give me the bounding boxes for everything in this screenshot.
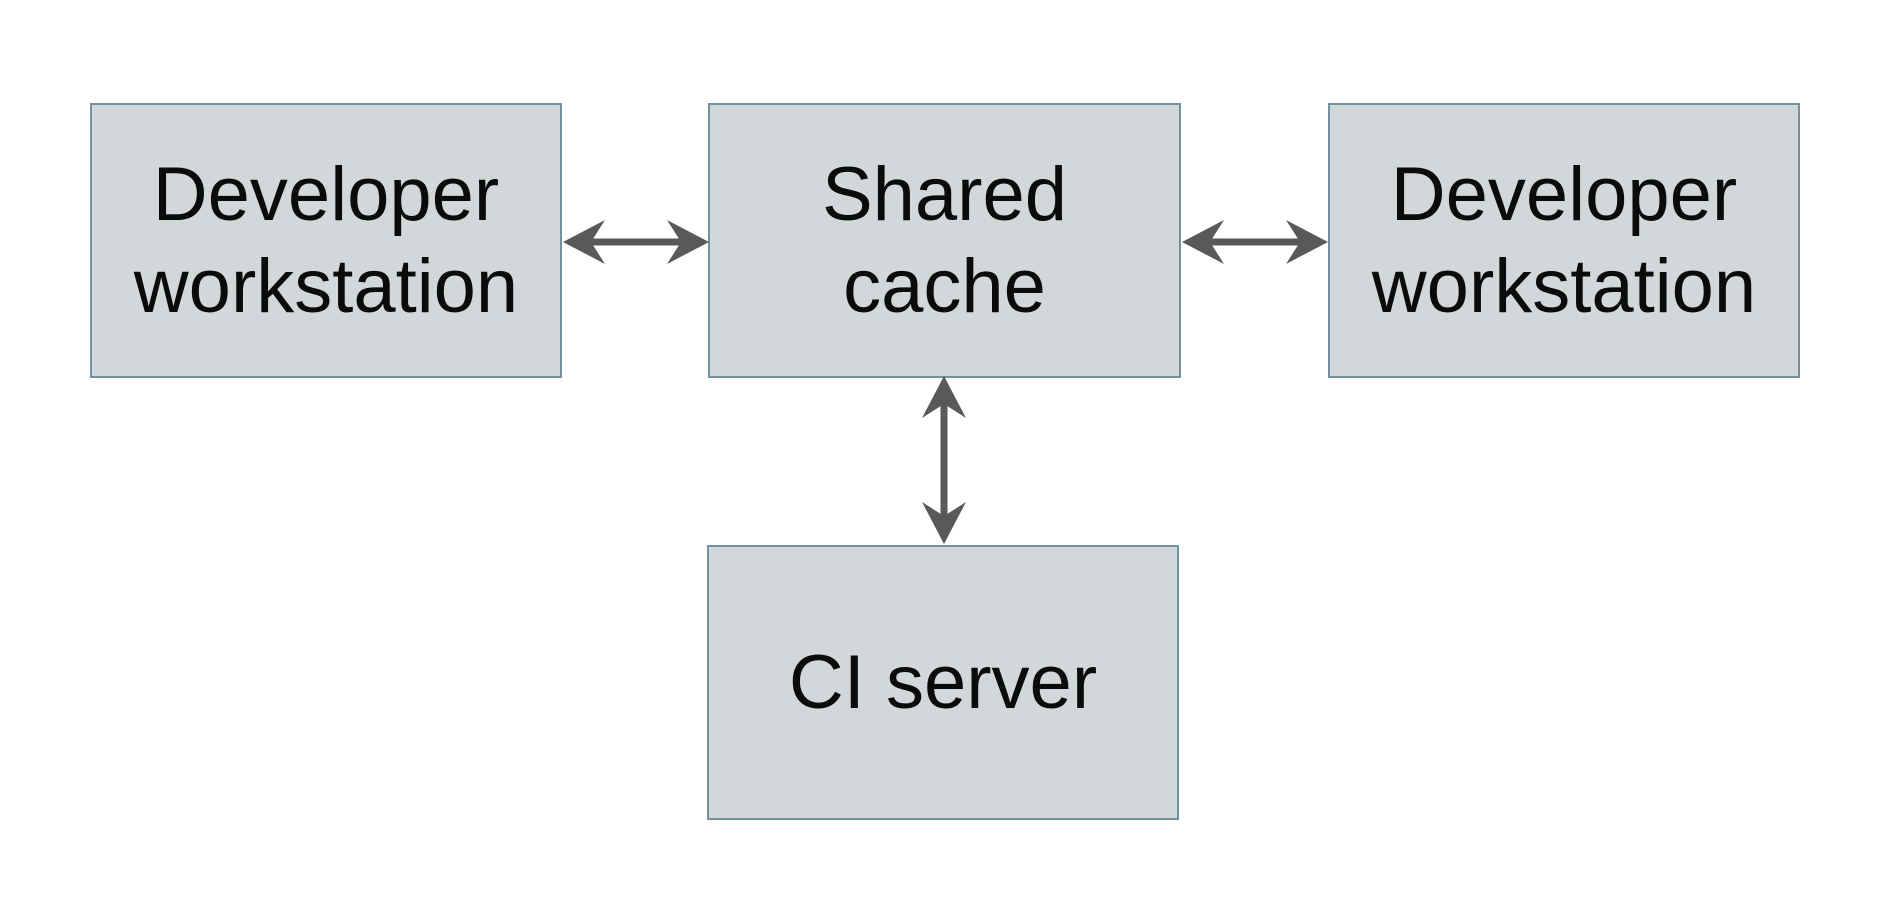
arrow-dev-left-shared-cache xyxy=(563,220,709,264)
node-ci-server: CI server xyxy=(707,545,1179,820)
node-label: cache xyxy=(843,243,1046,329)
node-developer-workstation-right: Developer workstation xyxy=(1328,103,1800,378)
node-label: workstation xyxy=(1371,243,1757,329)
node-label: CI server xyxy=(788,639,1098,725)
node-developer-workstation-left: Developer workstation xyxy=(90,103,562,378)
arrow-shared-cache-dev-right xyxy=(1182,220,1328,264)
node-label: workstation xyxy=(133,243,519,329)
node-shared-cache: Shared cache xyxy=(708,103,1181,378)
node-label: Shared xyxy=(821,151,1068,237)
node-label: Developer xyxy=(1390,151,1738,237)
arrow-shared-cache-ci-server xyxy=(922,376,966,544)
node-label: Developer xyxy=(152,151,500,237)
